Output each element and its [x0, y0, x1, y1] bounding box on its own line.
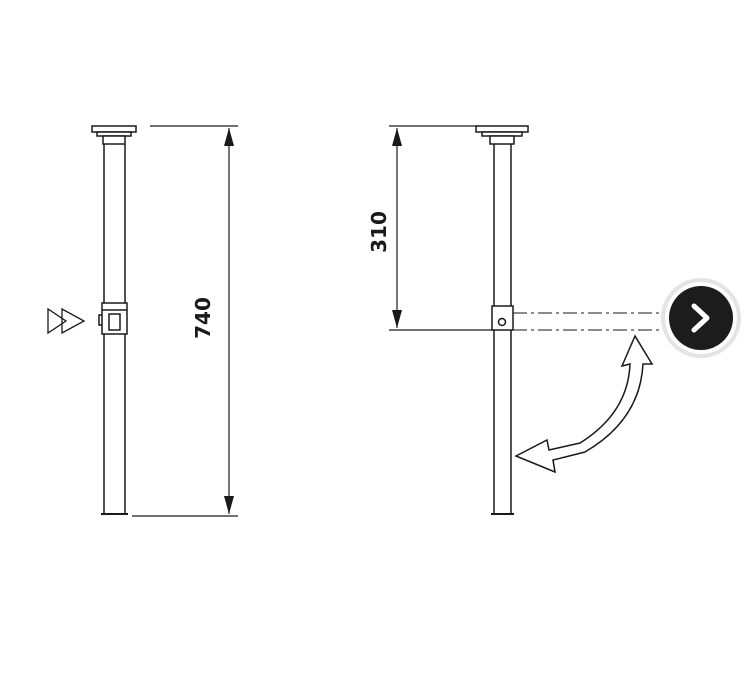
- guide-lines: [513, 312, 665, 331]
- left-leg-view: [91, 125, 137, 515]
- double-triangle-icon: [47, 307, 86, 335]
- dimension-label-740: 740: [191, 297, 215, 339]
- dimension-310: [389, 125, 494, 331]
- curved-double-arrow-icon: [514, 334, 654, 474]
- chevron-right-icon: [691, 303, 710, 333]
- dimension-label-310: 310: [367, 211, 391, 253]
- next-button[interactable]: [661, 278, 741, 358]
- right-leg-view: [475, 125, 529, 515]
- dimension-740: [132, 125, 238, 517]
